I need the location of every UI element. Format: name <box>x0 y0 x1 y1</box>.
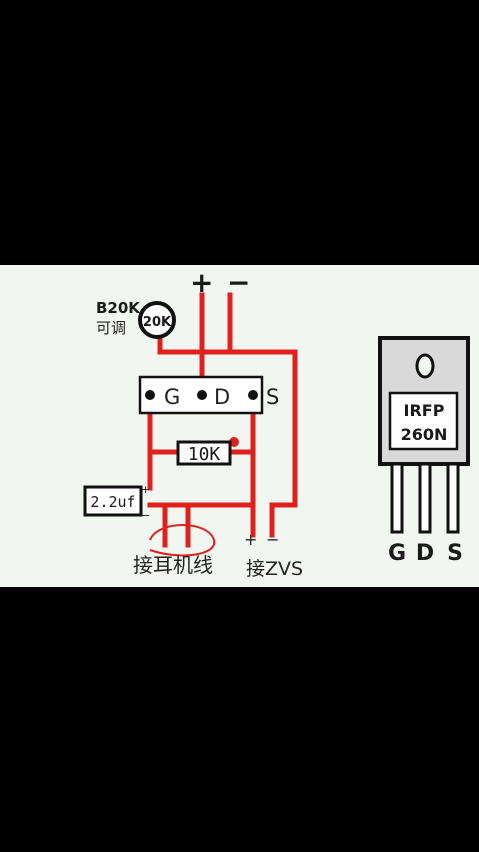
pin-label-g: G <box>164 385 180 409</box>
chip-mount-hole <box>415 353 435 379</box>
pot-model-label: B20K <box>96 299 141 317</box>
zvs-minus: − <box>266 530 279 549</box>
pin-label-s: S <box>266 385 279 409</box>
pin-dot-g <box>145 390 155 400</box>
wires <box>147 292 298 548</box>
pin-label-d: D <box>214 385 230 409</box>
chip-label-line2: 260N <box>401 425 448 444</box>
pot-note-label: 可调 <box>96 319 126 337</box>
chip-pin-g: G <box>388 541 406 566</box>
capacitor-value: 2.2uf <box>90 493 135 511</box>
mosfet-package: IRFP 260N G D S <box>378 336 470 566</box>
wire-pot-bus <box>157 335 233 355</box>
chip-leg-s <box>446 462 460 534</box>
chip-pin-d: D <box>416 541 434 566</box>
pot-value-label: 20K <box>143 315 172 330</box>
chip-pin-s: S <box>447 541 463 566</box>
chip-label-box <box>388 391 459 451</box>
resistor-value: 10K <box>188 444 221 465</box>
chip-label-line1: IRFP <box>404 401 445 420</box>
pin-dot-d <box>197 390 207 400</box>
pin-dot-s <box>248 390 258 400</box>
capacitor-plus: + <box>141 483 150 496</box>
chip-leg-d <box>418 462 432 534</box>
zvs-plus: + <box>244 530 257 549</box>
earphone-output-label: 接耳机线 <box>133 553 213 577</box>
chip-leg-g <box>390 462 404 534</box>
capacitor-symbol <box>83 485 143 517</box>
supply-minus-label: − <box>227 266 250 299</box>
capacitor-minus: − <box>141 509 150 522</box>
zvs-output-label: 接ZVS <box>246 558 303 580</box>
wire-supply-minus <box>227 292 298 538</box>
resistor-symbol <box>176 440 232 466</box>
potentiometer-symbol <box>138 301 176 339</box>
earphone-circle-mark <box>149 524 216 557</box>
supply-plus-label: + <box>190 266 213 299</box>
